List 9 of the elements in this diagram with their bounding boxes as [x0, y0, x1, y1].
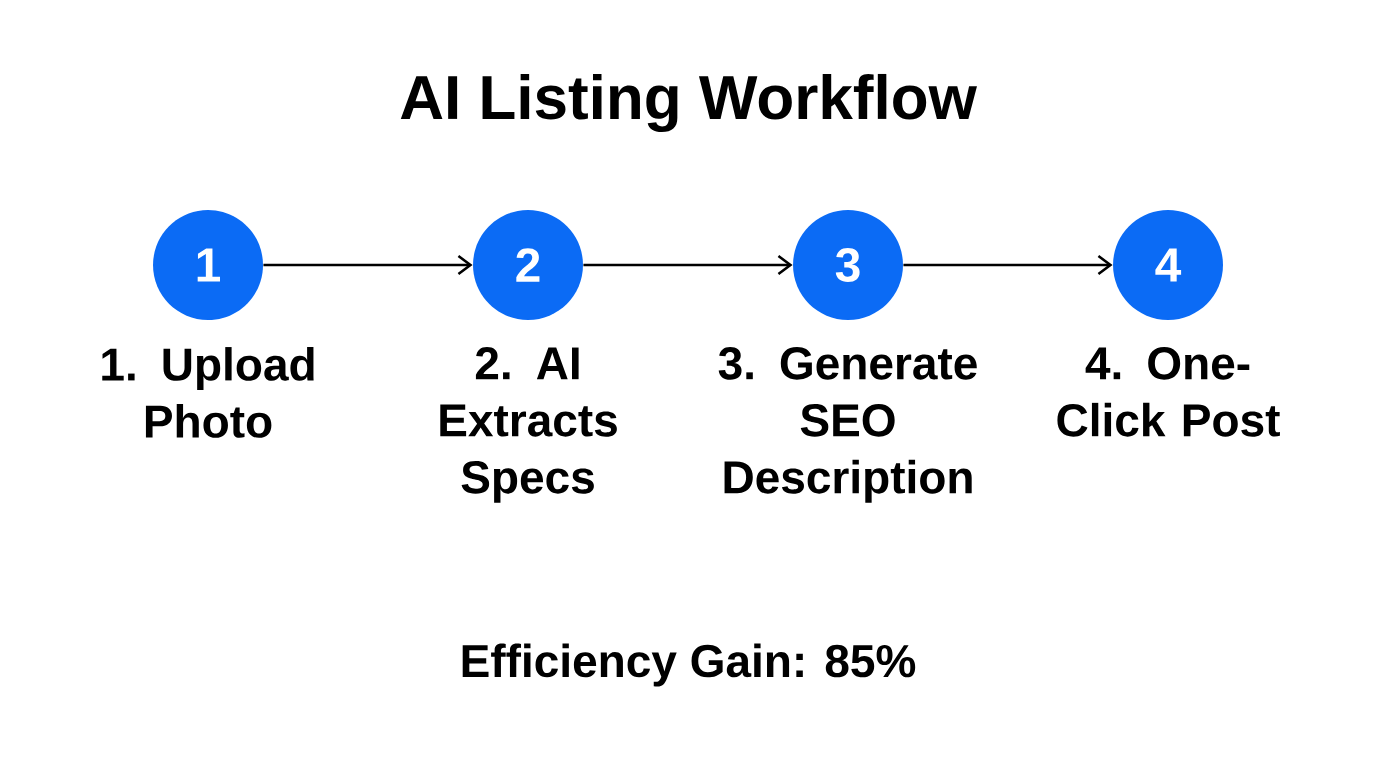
arrow — [583, 254, 793, 276]
arrow — [903, 254, 1113, 276]
note: Efficiency Gain: 85% — [462, 643, 916, 687]
step-label: 1. Upload Photo — [102, 347, 314, 438]
title: AI Listing Workflow — [400, 73, 977, 133]
step-label: 2. AI Extracts Specs — [440, 347, 617, 503]
step-label: 4. One-Click Post — [1057, 347, 1280, 437]
arrow — [263, 254, 473, 276]
step-label: 3. Generate SEO Description — [718, 347, 977, 503]
